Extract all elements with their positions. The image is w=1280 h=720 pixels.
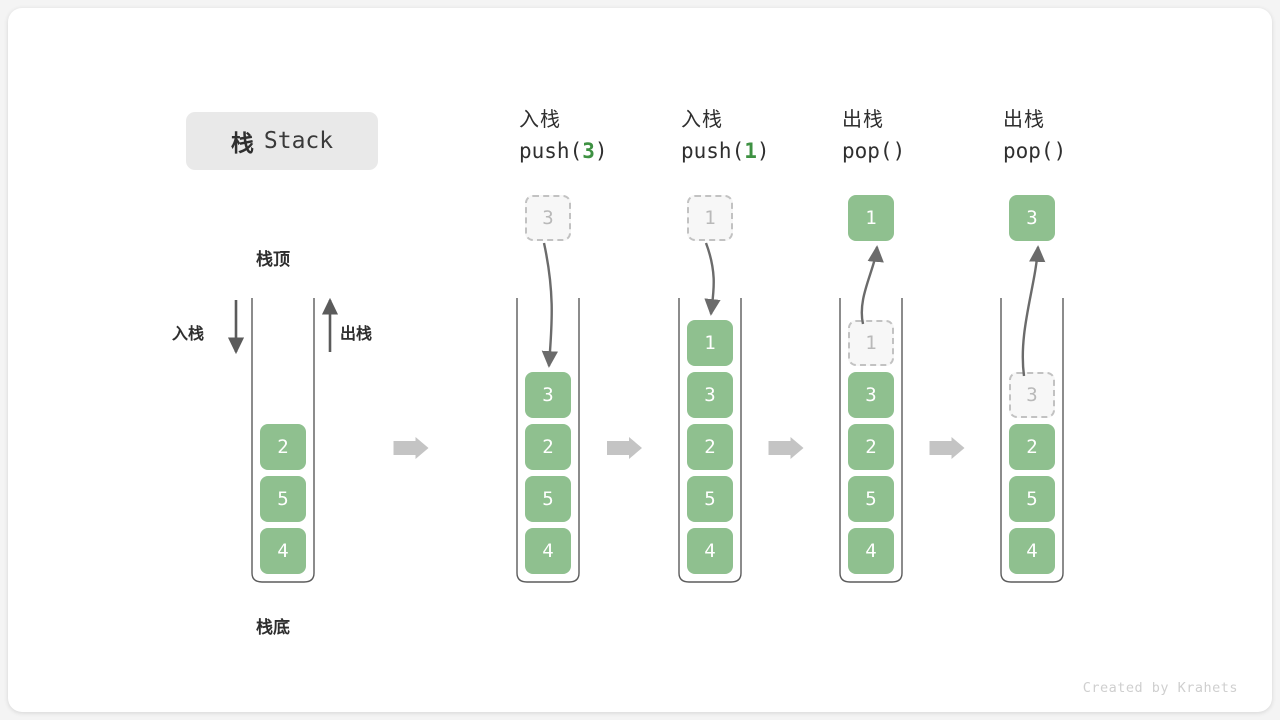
stack-cell: 2 <box>1009 424 1055 470</box>
column-header-fn-push-3: push(3) <box>519 139 608 163</box>
float-value-box-pop-1: 1 <box>848 195 894 241</box>
float-value-box-push-1: 1 <box>687 195 733 241</box>
column-header-fn-push-1: push(1) <box>681 139 770 163</box>
title-badge: 栈 Stack <box>186 112 378 170</box>
push-side-label: 入栈 <box>172 326 205 343</box>
stack-cell: 1 <box>687 320 733 366</box>
stack-cell: 3 <box>1009 372 1055 418</box>
title-cn: 栈 <box>230 130 254 156</box>
stack-cell: 5 <box>260 476 306 522</box>
stack-cell: 2 <box>687 424 733 470</box>
column-header-cn-pop-3: 出栈 <box>1003 109 1045 131</box>
pop-side-label: 出栈 <box>340 326 373 343</box>
stack-cell: 4 <box>525 528 571 574</box>
column-header-cn-pop-1: 出栈 <box>842 109 884 131</box>
column-header-cn-push-1: 入栈 <box>681 109 723 131</box>
column-header-pop-3: 出栈 pop() <box>1003 106 1173 168</box>
stack-cell: 4 <box>1009 528 1055 574</box>
stack-cell: 2 <box>260 424 306 470</box>
stack-cell: 5 <box>525 476 571 522</box>
column-header-push-1: 入栈 push(1) <box>681 106 851 168</box>
stack-cell: 2 <box>848 424 894 470</box>
stack-cell: 4 <box>687 528 733 574</box>
column-header-arg-push-3: 3 <box>582 139 595 163</box>
stack-cell: 2 <box>525 424 571 470</box>
stack-cell: 1 <box>848 320 894 366</box>
column-header-arg-push-1: 1 <box>744 139 757 163</box>
column-header-push-3: 入栈 push(3) <box>519 106 689 168</box>
stack-cell: 4 <box>260 528 306 574</box>
title-en: Stack <box>263 128 334 154</box>
credit-text: Created by Krahets <box>1082 680 1238 696</box>
column-header-fn-pop-1: pop() <box>842 139 906 163</box>
stack-bottom-label: 栈底 <box>256 618 290 637</box>
stack-cell: 5 <box>1009 476 1055 522</box>
stack-cell: 5 <box>848 476 894 522</box>
stack-cell: 3 <box>848 372 894 418</box>
stack-cell: 5 <box>687 476 733 522</box>
stack-cell: 4 <box>848 528 894 574</box>
column-header-pop-1: 出栈 pop() <box>842 106 1012 168</box>
column-header-cn-push-3: 入栈 <box>519 109 561 131</box>
stack-cell: 3 <box>525 372 571 418</box>
column-header-fn-pop-3: pop() <box>1003 139 1067 163</box>
stack-cell: 3 <box>687 372 733 418</box>
stack-top-label: 栈顶 <box>256 250 290 269</box>
float-value-box-push-3: 3 <box>525 195 571 241</box>
float-value-box-pop-3: 3 <box>1009 195 1055 241</box>
